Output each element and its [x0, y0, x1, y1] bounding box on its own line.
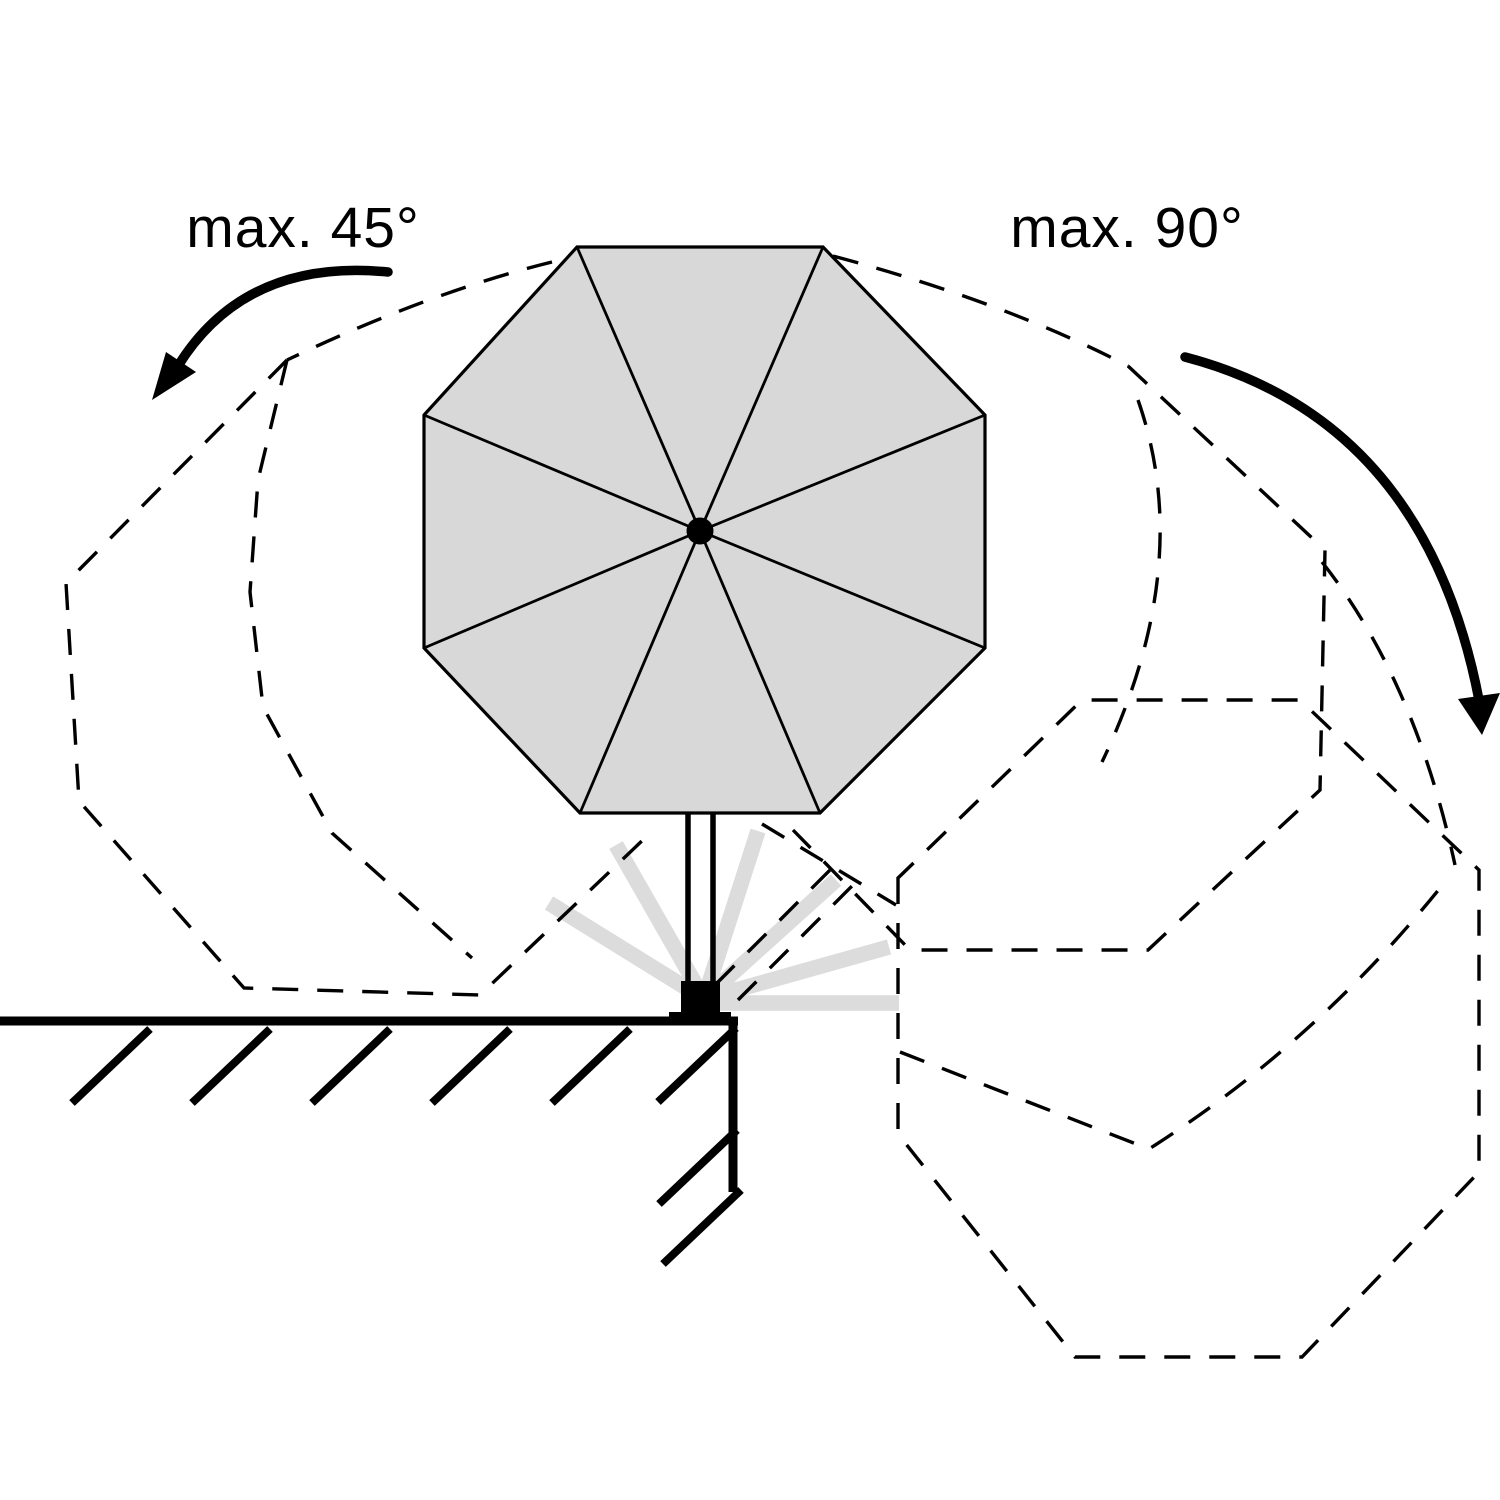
arrowhead-right-icon [1458, 693, 1500, 735]
tilt-arrow-left [152, 265, 393, 400]
canopy-spokes [423, 246, 986, 814]
tilt-arrow-right [1180, 352, 1500, 735]
ground-hatch [655, 1025, 739, 1105]
ground-hatching [69, 1025, 744, 1267]
pole-fan-beam-left-outer [544, 896, 709, 1006]
canopy-spoke [699, 529, 986, 650]
ground-hatch [429, 1026, 513, 1106]
tilt-trajectory-right-lower [1320, 560, 1457, 866]
dashed-pole-right-45-b [736, 880, 858, 1002]
label-max-45: max. 45° [186, 196, 420, 260]
canopy-spoke [575, 246, 702, 532]
ground-ledge [0, 1016, 744, 1267]
dashed-silhouette-right-45-outline [791, 364, 1327, 952]
ground-hatch [309, 1026, 393, 1106]
umbrella-canopy [422, 245, 987, 815]
canopy-spoke [423, 413, 701, 533]
canopy-spoke [698, 530, 822, 814]
arrowhead-left-icon [152, 352, 196, 400]
mount-block [681, 981, 720, 1015]
dashed-silhouette-left-outline [64, 358, 647, 997]
dashed-pole-right-45-a [714, 860, 840, 986]
tilt-silhouettes [64, 254, 1481, 1359]
dashed-silhouette-left-inner-edge [248, 359, 474, 960]
tilt-arc-right [1180, 352, 1484, 705]
ledge-hatch [656, 1127, 740, 1207]
ground-hatch [189, 1026, 273, 1106]
pole-fan-beam-right-3 [701, 939, 892, 1007]
ground-hatch [549, 1026, 633, 1106]
umbrella-pole [685, 812, 716, 984]
ledge-hatch [660, 1187, 744, 1267]
dashed-silhouette-right-45-inner-edge [1100, 399, 1162, 763]
dashed-silhouette-right-90-inner-edge [899, 876, 1450, 1151]
canopy-spoke [423, 529, 701, 650]
canopy-spoke [699, 413, 986, 533]
dashed-silhouette-right-90-outline [896, 698, 1481, 1359]
label-max-90: max. 90° [1010, 196, 1244, 260]
canopy-spoke [698, 246, 825, 532]
ground-hatch [69, 1026, 153, 1106]
tilt-trajectory-left [286, 260, 553, 362]
tilt-trajectory-right [832, 254, 1129, 368]
tilt-arc-left [173, 265, 393, 371]
canopy-spoke [578, 530, 702, 814]
canopy-center-hub [686, 517, 714, 545]
pole-fan-beam-right-2 [698, 874, 842, 1005]
